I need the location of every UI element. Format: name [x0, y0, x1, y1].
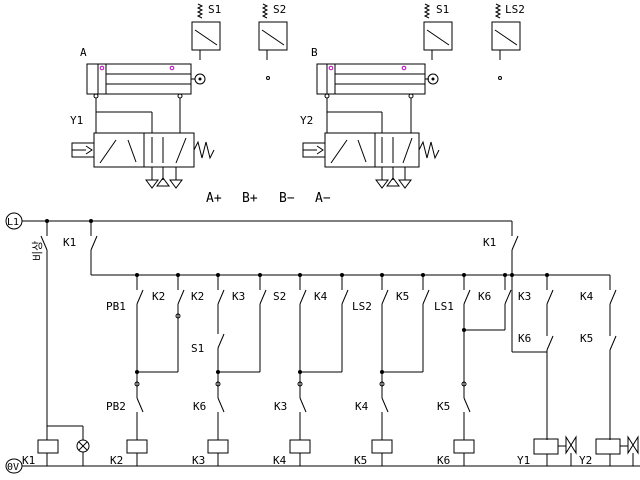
coil-k6-label: K6	[437, 454, 450, 467]
coil-k4-label: K4	[273, 454, 287, 467]
pb1-label: PB1	[106, 300, 126, 313]
valve-y1-label: Y1	[70, 114, 83, 127]
rung-k2: PB1 K2 PB2 K2	[106, 275, 185, 467]
contact-k1-right-label: K1	[483, 236, 496, 249]
solenoid-y1-icon	[565, 435, 577, 455]
sequence-step-1: A+	[206, 191, 222, 206]
valve-y2: Y2	[300, 98, 440, 189]
sequence-labels: A+ B+ B− A−	[206, 191, 331, 206]
cylinder-a-roller	[194, 73, 206, 85]
contact-k5c-label: K5	[580, 332, 593, 345]
ground-terminal: 0V	[5, 458, 23, 474]
limit-switch-a2-label: S2	[273, 3, 286, 16]
coil-k6	[453, 439, 475, 454]
coil-k1	[37, 439, 59, 454]
coil-k2	[126, 439, 148, 454]
sequence-step-3: B−	[279, 191, 295, 206]
limit-switch-a1-label: S1	[208, 3, 221, 16]
contact-k1-left: K1	[63, 221, 98, 275]
contact-k6-label: K6	[193, 400, 206, 413]
contact-k5-label: K5	[396, 290, 409, 303]
rung-k4: S2 K4 K3 K4	[273, 275, 349, 467]
coil-k3	[207, 439, 229, 454]
contact-k3c-label: K3	[518, 290, 531, 303]
coil-k3-label: K3	[192, 454, 205, 467]
s1-label: S1	[191, 342, 204, 355]
limit-switch-a1: S1	[191, 3, 221, 60]
valve-y2-label: Y2	[300, 114, 313, 127]
cylinder-a-label: A	[80, 46, 87, 59]
contact-k4c-label: K4	[580, 290, 594, 303]
ls2-label: LS2	[352, 300, 372, 313]
coil-k5-label: K5	[354, 454, 367, 467]
contact-k3-label: K3	[232, 290, 245, 303]
contact-k6c-label: K6	[518, 332, 531, 345]
coil-k5	[371, 439, 393, 454]
supply-terminal: L1	[5, 212, 23, 230]
ground-label: 0V	[7, 462, 19, 473]
cylinder-b-roller	[427, 73, 439, 85]
limit-switch-b2: LS2	[491, 3, 525, 80]
sequence-step-2: B+	[242, 191, 258, 206]
cylinder-b: B	[311, 46, 439, 99]
coil-k4	[289, 439, 311, 454]
cylinder-a: A	[80, 46, 206, 99]
contact-k1-right: K1	[483, 221, 519, 275]
sequence-step-4: A−	[315, 191, 331, 206]
coil-k1-label: K1	[22, 454, 35, 467]
contact-k2b-label: K2	[191, 290, 204, 303]
valve-y1: Y1	[70, 98, 215, 189]
solenoid-y2-icon	[627, 435, 639, 455]
rung-y1: K3 K6 Y1	[511, 275, 577, 467]
coil-y2	[595, 438, 621, 455]
emergency-stop-column: 비상 K1	[22, 221, 90, 467]
cylinder-b-label: B	[311, 46, 318, 59]
rung-y2: K4 K5 Y2	[579, 275, 639, 467]
contact-k4b-label: K4	[355, 400, 369, 413]
ls1-label: LS1	[434, 300, 454, 313]
coil-y2-label: Y2	[579, 454, 592, 467]
supply-label: L1	[7, 217, 19, 228]
contact-k5b-label: K5	[437, 400, 450, 413]
contact-k6b-label: K6	[478, 290, 491, 303]
limit-switch-b1: S1	[423, 3, 453, 60]
limit-switch-b2-label: LS2	[505, 3, 525, 16]
limit-switch-b1-label: S1	[436, 3, 449, 16]
contact-k2-label: K2	[152, 290, 165, 303]
coil-k2-label: K2	[110, 454, 123, 467]
contact-k3b-label: K3	[274, 400, 287, 413]
rung-k3: K2 K3 S1 K6 K3	[191, 275, 267, 467]
limit-switch-a2: S2	[258, 3, 288, 80]
rung-k6: LS1 K6 K5 K6	[434, 275, 512, 467]
contact-k4-label: K4	[314, 290, 328, 303]
rung-k5: LS2 K5 K4 K5	[352, 275, 430, 467]
pb2-label: PB2	[106, 400, 126, 413]
coil-y1	[533, 438, 559, 455]
s2-label: S2	[273, 290, 286, 303]
coil-y1-label: Y1	[517, 454, 530, 467]
main-switch-label: 비상	[31, 241, 44, 261]
contact-k1-left-label: K1	[63, 236, 76, 249]
